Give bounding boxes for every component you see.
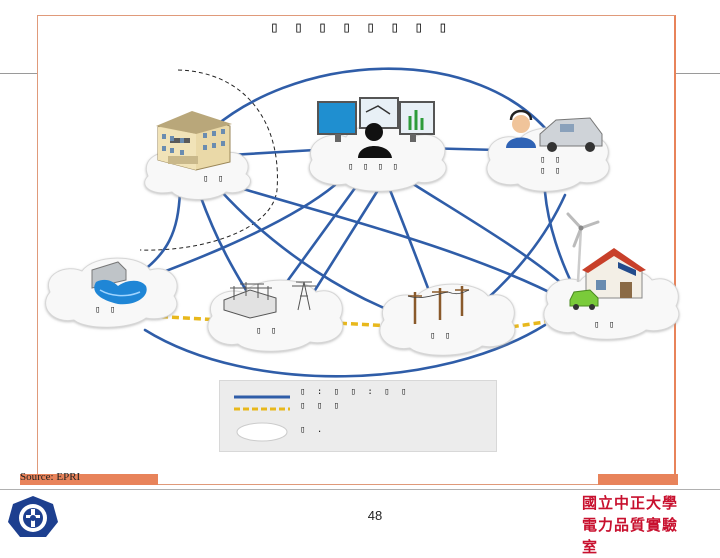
diagram-panel [37, 15, 676, 485]
distribution-cloud [379, 283, 516, 356]
header-rule-right [676, 73, 720, 74]
building-icon [156, 111, 232, 171]
source-caption: Source: EPRI [20, 471, 81, 483]
transmission-cloud [207, 279, 344, 352]
domain-boundary [139, 69, 278, 251]
label-transmission: ▯ ▯ [256, 326, 279, 336]
label-operations: ▯ ▯ ▯ ▯ [348, 162, 400, 172]
legend-box: ▯ : ▯ ▯ : ▯ ▯ ▯ ▯ ▯ ▯ . [219, 380, 497, 452]
accent-bar-left [20, 474, 158, 485]
label-generation: ▯ ▯ [95, 305, 118, 315]
substation-icon [223, 281, 316, 319]
label-customer: ▯ ▯ ▯ ▯ [540, 155, 563, 176]
legend-cloud-swatch [236, 422, 288, 442]
customer-icon [506, 109, 603, 152]
network-diagram [45, 67, 680, 378]
legend-line-2: ▯ ▯ ▯ [300, 401, 343, 411]
accent-bar-right [598, 474, 678, 485]
smart-home-icon [566, 212, 646, 310]
utility-poles-icon [407, 286, 470, 324]
label-service: ▯ ▯ [594, 320, 617, 330]
footer-rule-left [0, 489, 720, 490]
label-distribution: ▯ ▯ [430, 331, 453, 341]
legend-swatches [234, 395, 290, 442]
legend-line-3: ▯ . [300, 425, 326, 435]
university-logo [8, 496, 58, 537]
label-market: ▯ ▯ [203, 174, 226, 184]
organization-line-1: 國立中正大學 [582, 494, 679, 512]
control-center-icon [317, 97, 435, 158]
legend-line-1: ▯ : ▯ ▯ : ▯ ▯ [300, 387, 410, 397]
page-number: 48 [367, 508, 383, 523]
organization-line-3: 室 [582, 538, 599, 556]
diagram-title: ▯ ▯ ▯ ▯ ▯ ▯ ▯ ▯ [269, 18, 451, 36]
hydro-dam-icon [91, 261, 147, 305]
header-rule-left [0, 73, 37, 74]
service-cloud [543, 267, 680, 340]
organization-name: 國立中正大學 電力品質實驗 室 [582, 492, 712, 558]
organization-line-2: 電力品質實驗 [582, 516, 679, 534]
